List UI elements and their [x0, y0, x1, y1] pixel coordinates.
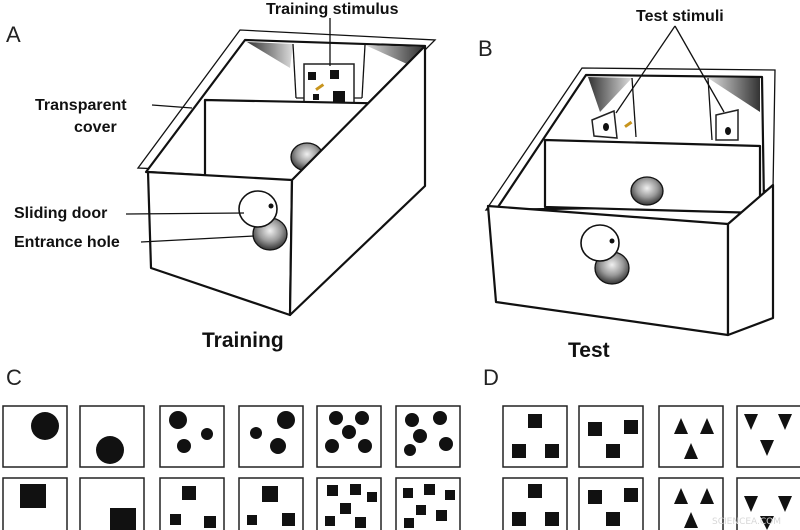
stimulus-card-c-r1-5: [316, 405, 382, 468]
label-test-stimuli: Test stimuli: [636, 8, 724, 25]
panel-letter-b: B: [478, 36, 493, 61]
stimulus-card-c-r1-2: [79, 405, 145, 468]
label-sliding-door: Sliding door: [14, 205, 107, 222]
sliding-door-a: [238, 190, 278, 228]
panel-d: D: [483, 365, 800, 530]
stimulus-card-d-r2-3: [658, 477, 724, 530]
stimulus-card-d-r1-1: [502, 405, 568, 468]
stimulus-card-d-r1-3: [658, 405, 724, 468]
label-transparent: Transparent: [35, 97, 127, 114]
panel-letter-d: D: [483, 365, 499, 390]
inner-hole-b: [630, 176, 664, 206]
watermark: SCIENCEA.COM: [712, 517, 781, 527]
shadow-left-a: [247, 42, 293, 68]
bee-icon: [315, 83, 325, 91]
box-b-side: [726, 183, 775, 337]
label-training-stimulus: Training stimulus: [266, 1, 399, 18]
stimulus-card-c-r2-6: [395, 477, 461, 530]
stimulus-card-c-r2-4: [238, 477, 304, 530]
stimulus-card-c-r1-1: [2, 405, 68, 468]
stimulus-card-c-r1-6: [395, 405, 461, 468]
panel-c: C: [2, 365, 461, 530]
caption-test: Test: [568, 339, 610, 362]
test-stimulus-card-right: [715, 109, 739, 141]
training-stimulus-card: [303, 63, 355, 107]
bee-icon-b: [624, 120, 633, 128]
stimulus-card-c-r1-3: [159, 405, 225, 468]
stimulus-card-c-r2-5: [316, 477, 382, 530]
stimulus-card-d-r1-4: [736, 405, 800, 468]
stimulus-card-c-r2-1: [2, 477, 68, 530]
stimulus-card-d-r2-4: [736, 477, 800, 530]
stimulus-card-c-r2-3: [159, 477, 225, 530]
panel-letter-c: C: [6, 365, 22, 390]
shadow-left-b: [588, 77, 632, 112]
label-entrance-hole: Entrance hole: [14, 234, 120, 251]
shadow-right-b: [708, 78, 760, 112]
panel-a: A Training stimulus Transparent cove: [6, 1, 437, 352]
box-a-side: [288, 44, 427, 317]
label-cover: cover: [74, 119, 117, 136]
caption-training: Training: [202, 329, 284, 352]
panel-letter-a: A: [6, 22, 21, 47]
stimulus-card-c-r2-2: [79, 477, 145, 530]
sliding-door-b: [580, 224, 620, 262]
stimulus-card-d-r2-1: [502, 477, 568, 530]
stimulus-card-d-r2-2: [578, 477, 644, 530]
stimulus-card-d-r1-2: [578, 405, 644, 468]
stimulus-card-c-r1-4: [238, 405, 304, 468]
panel-b: B Test stimuli Test: [478, 8, 776, 362]
